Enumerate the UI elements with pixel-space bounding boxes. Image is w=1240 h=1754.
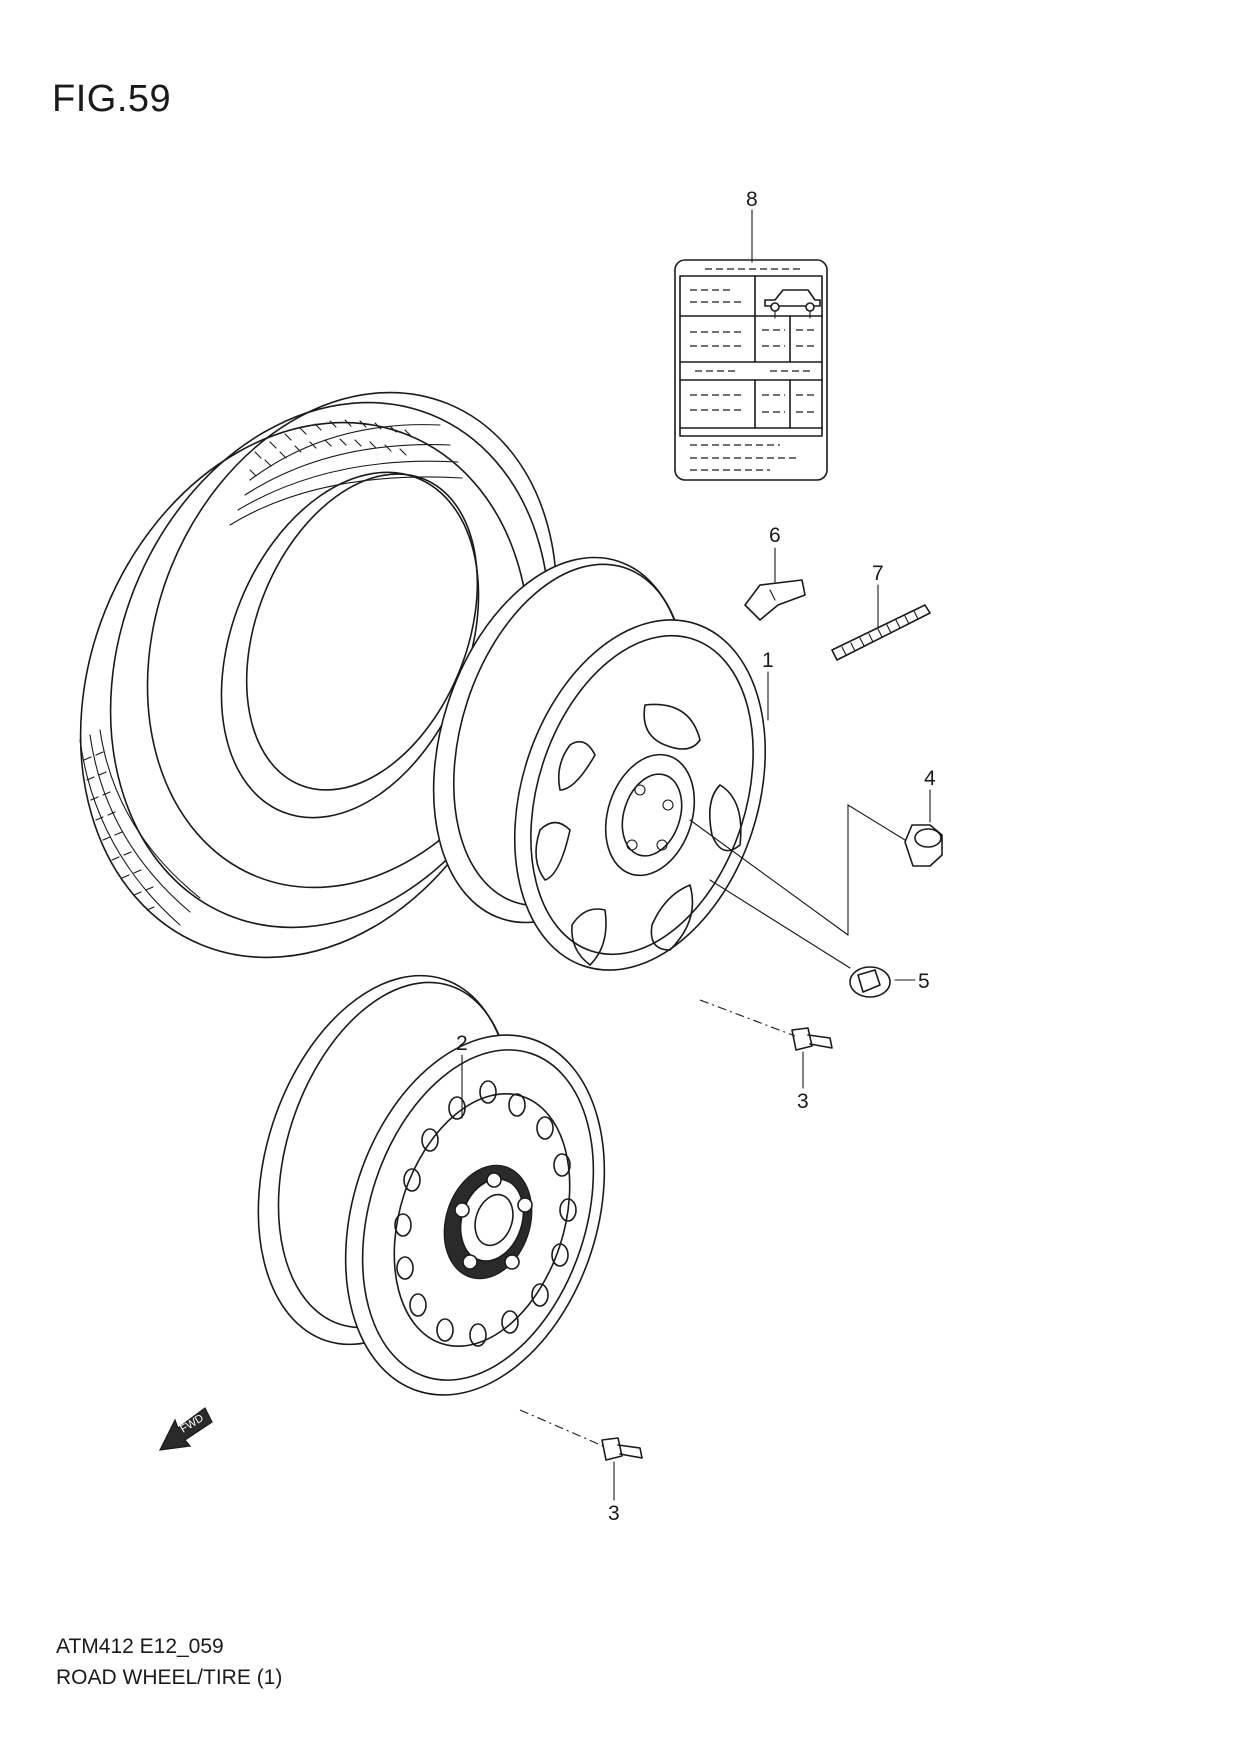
drawing-code: ATM412 E12_059 xyxy=(56,1635,224,1658)
steel-wheel-vent-holes xyxy=(394,1080,577,1347)
callout-2: 2 xyxy=(456,1032,468,1055)
callout-5: 5 xyxy=(918,970,930,993)
valve-stem-lower[interactable] xyxy=(601,1437,643,1461)
callout-3-upper: 3 xyxy=(797,1090,809,1113)
alloy-wheel[interactable] xyxy=(390,525,808,1003)
callout-1: 1 xyxy=(762,649,774,672)
steel-wheel[interactable] xyxy=(214,943,648,1429)
callout-4: 4 xyxy=(924,767,936,790)
figure-title: FIG.59 xyxy=(52,78,172,120)
drawing-title: ROAD WHEEL/TIRE (1) xyxy=(56,1666,283,1689)
tire-tread xyxy=(79,419,463,926)
callout-3-lower: 3 xyxy=(608,1502,620,1525)
balance-weight-strip[interactable] xyxy=(831,604,931,661)
leader-lines xyxy=(461,209,931,1501)
balance-weight-clip[interactable] xyxy=(744,579,806,621)
wheel-nut[interactable] xyxy=(904,824,943,867)
valve-stem-upper[interactable] xyxy=(791,1027,833,1051)
callout-8: 8 xyxy=(746,188,758,211)
tire-information-label[interactable] xyxy=(674,259,828,481)
callout-6: 6 xyxy=(769,524,781,547)
callout-7: 7 xyxy=(872,562,884,585)
fwd-arrow-icon: FWD xyxy=(158,1407,213,1451)
tire[interactable] xyxy=(3,331,629,1026)
car-icon xyxy=(764,289,821,319)
center-cap[interactable] xyxy=(849,966,891,998)
